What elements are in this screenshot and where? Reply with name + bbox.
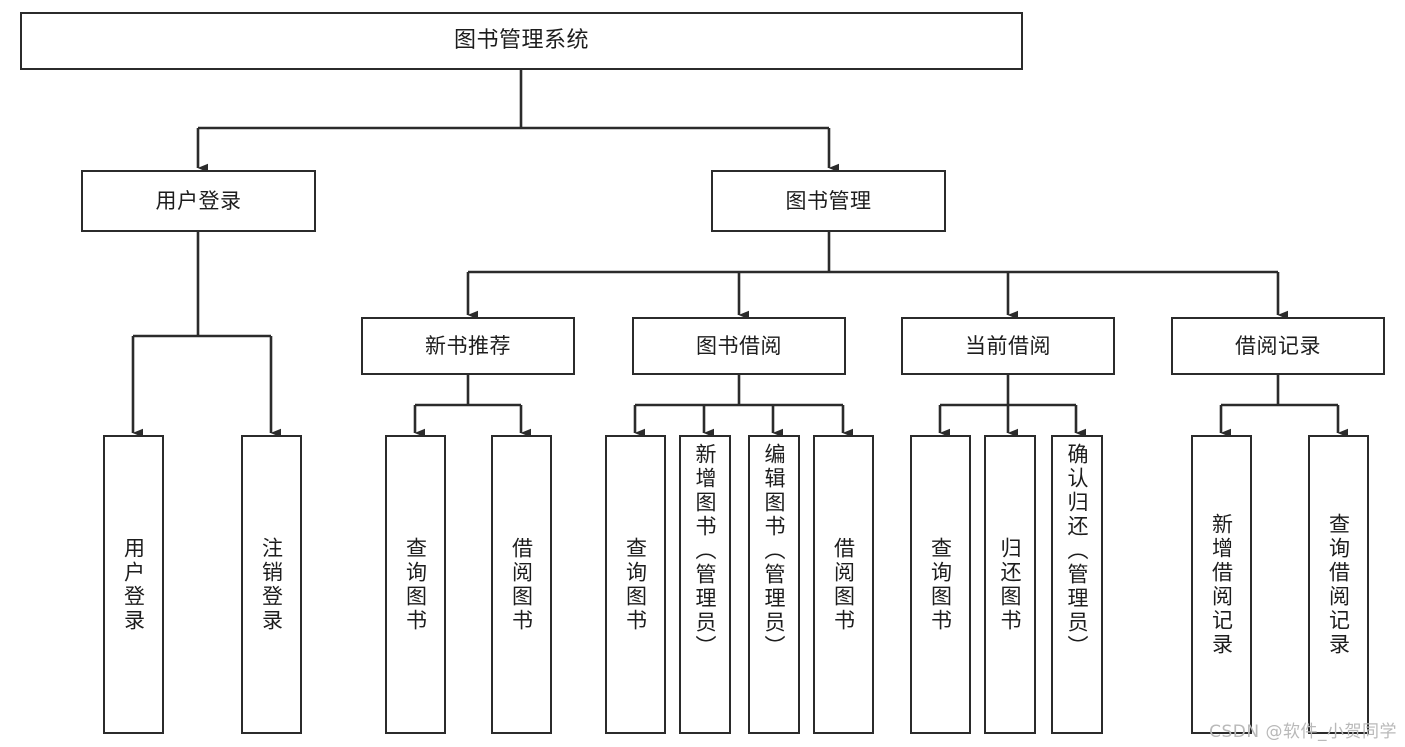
node-leaf-confirm-return[interactable]: 确认归还（管理员） — [1051, 435, 1103, 734]
node-leaf-query-book-1[interactable]: 查询图书 — [385, 435, 446, 734]
node-leaf-query-book-2-label: 查询图书 — [623, 536, 648, 633]
node-leaf-query-book-3[interactable]: 查询图书 — [910, 435, 971, 734]
node-leaf-query-record[interactable]: 查询借阅记录 — [1308, 435, 1369, 734]
node-user-login-label: 用户登录 — [155, 188, 242, 213]
node-leaf-query-book-1-label: 查询图书 — [403, 536, 428, 633]
node-leaf-return-book-label: 归还图书 — [998, 536, 1023, 633]
node-leaf-return-book[interactable]: 归还图书 — [984, 435, 1036, 734]
node-new-book-recommend[interactable]: 新书推荐 — [361, 317, 575, 375]
node-current-borrow-label: 当前借阅 — [965, 333, 1051, 358]
node-leaf-add-book[interactable]: 新增图书（管理员） — [679, 435, 731, 734]
node-current-borrow[interactable]: 当前借阅 — [901, 317, 1115, 375]
node-leaf-logout-login-label: 注销登录 — [259, 536, 284, 633]
node-leaf-borrow-book-1[interactable]: 借阅图书 — [491, 435, 552, 734]
node-book-manage-label: 图书管理 — [785, 188, 872, 213]
node-user-login[interactable]: 用户登录 — [81, 170, 316, 232]
watermark: CSDN @软件_小贺同学 — [1209, 722, 1397, 742]
node-leaf-query-record-label: 查询借阅记录 — [1326, 512, 1351, 657]
node-borrow-record[interactable]: 借阅记录 — [1171, 317, 1385, 375]
node-leaf-borrow-book-2[interactable]: 借阅图书 — [813, 435, 874, 734]
node-borrow-record-label: 借阅记录 — [1235, 333, 1321, 358]
node-leaf-logout-login[interactable]: 注销登录 — [241, 435, 302, 734]
node-leaf-add-record[interactable]: 新增借阅记录 — [1191, 435, 1252, 734]
node-leaf-add-record-label: 新增借阅记录 — [1209, 512, 1234, 657]
node-leaf-edit-book-label: 编辑图书（管理员） — [762, 443, 787, 659]
node-leaf-query-book-2[interactable]: 查询图书 — [605, 435, 666, 734]
node-book-borrow-label: 图书借阅 — [696, 333, 782, 358]
node-book-manage[interactable]: 图书管理 — [711, 170, 946, 232]
node-leaf-confirm-return-label: 确认归还（管理员） — [1065, 443, 1090, 659]
node-leaf-add-book-label: 新增图书（管理员） — [693, 443, 718, 659]
node-leaf-borrow-book-2-label: 借阅图书 — [831, 536, 856, 633]
node-leaf-user-login-label: 用户登录 — [121, 536, 146, 633]
node-leaf-edit-book[interactable]: 编辑图书（管理员） — [748, 435, 800, 734]
node-book-borrow[interactable]: 图书借阅 — [632, 317, 846, 375]
node-leaf-borrow-book-1-label: 借阅图书 — [509, 536, 534, 633]
node-leaf-query-book-3-label: 查询图书 — [928, 536, 953, 633]
node-root[interactable]: 图书管理系统 — [20, 12, 1023, 70]
node-leaf-user-login[interactable]: 用户登录 — [103, 435, 164, 734]
node-new-book-recommend-label: 新书推荐 — [425, 333, 511, 358]
node-root-label: 图书管理系统 — [453, 28, 589, 54]
